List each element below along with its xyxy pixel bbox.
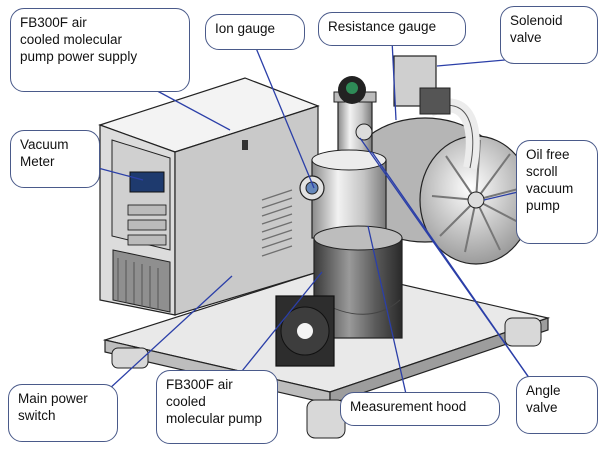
angle-valve-body bbox=[333, 76, 377, 159]
leader-angle-valve-2 bbox=[371, 151, 533, 383]
label-measurement-hood-text: Measurement hood bbox=[350, 399, 467, 414]
molecular-pump-body bbox=[275, 149, 403, 367]
leader-ion-gauge bbox=[255, 47, 315, 189]
label-molecular-pump: FB300F air cooled molecular pump bbox=[156, 370, 278, 444]
label-ion-gauge-text: Ion gauge bbox=[215, 21, 276, 36]
label-power-supply: FB300F air cooled molecular pump power s… bbox=[10, 8, 190, 92]
label-ion-gauge: Ion gauge bbox=[205, 14, 305, 50]
leader-vacuum-meter bbox=[97, 167, 144, 181]
label-vacuum-meter-text: Vacuum Meter bbox=[20, 137, 69, 169]
leader-molecular-pump bbox=[237, 271, 323, 377]
label-resistance-gauge: Resistance gauge bbox=[318, 12, 466, 46]
label-angle-valve: Angle valve bbox=[516, 376, 598, 434]
label-measurement-hood: Measurement hood bbox=[340, 392, 500, 426]
leader-measurement-hood bbox=[367, 225, 407, 395]
label-main-power-switch: Main power switch bbox=[8, 384, 118, 442]
label-resistance-gauge-text: Resistance gauge bbox=[328, 19, 437, 34]
label-scroll-pump: Oil free scroll vacuum pump bbox=[516, 140, 598, 244]
label-vacuum-meter: Vacuum Meter bbox=[10, 130, 100, 188]
label-main-power-switch-text: Main power switch bbox=[18, 391, 88, 423]
label-solenoid-valve: Solenoid valve bbox=[500, 6, 598, 64]
leader-scroll-pump bbox=[483, 191, 519, 201]
leader-lines bbox=[97, 39, 533, 395]
leader-main-power-switch bbox=[107, 275, 233, 391]
leader-resistance-gauge bbox=[391, 39, 397, 121]
solenoid-valve-body bbox=[393, 55, 451, 115]
leader-solenoid-valve bbox=[436, 59, 506, 67]
label-power-supply-text: FB300F air cooled molecular pump power s… bbox=[20, 15, 138, 64]
label-scroll-pump-text: Oil free scroll vacuum pump bbox=[526, 147, 574, 213]
ion-gauge-body bbox=[299, 175, 325, 201]
leader-power-supply bbox=[147, 85, 231, 131]
label-molecular-pump-text: FB300F air cooled molecular pump bbox=[166, 377, 263, 426]
power-supply-box bbox=[98, 77, 320, 316]
label-solenoid-valve-text: Solenoid valve bbox=[510, 13, 563, 45]
label-angle-valve-text: Angle valve bbox=[526, 383, 561, 415]
